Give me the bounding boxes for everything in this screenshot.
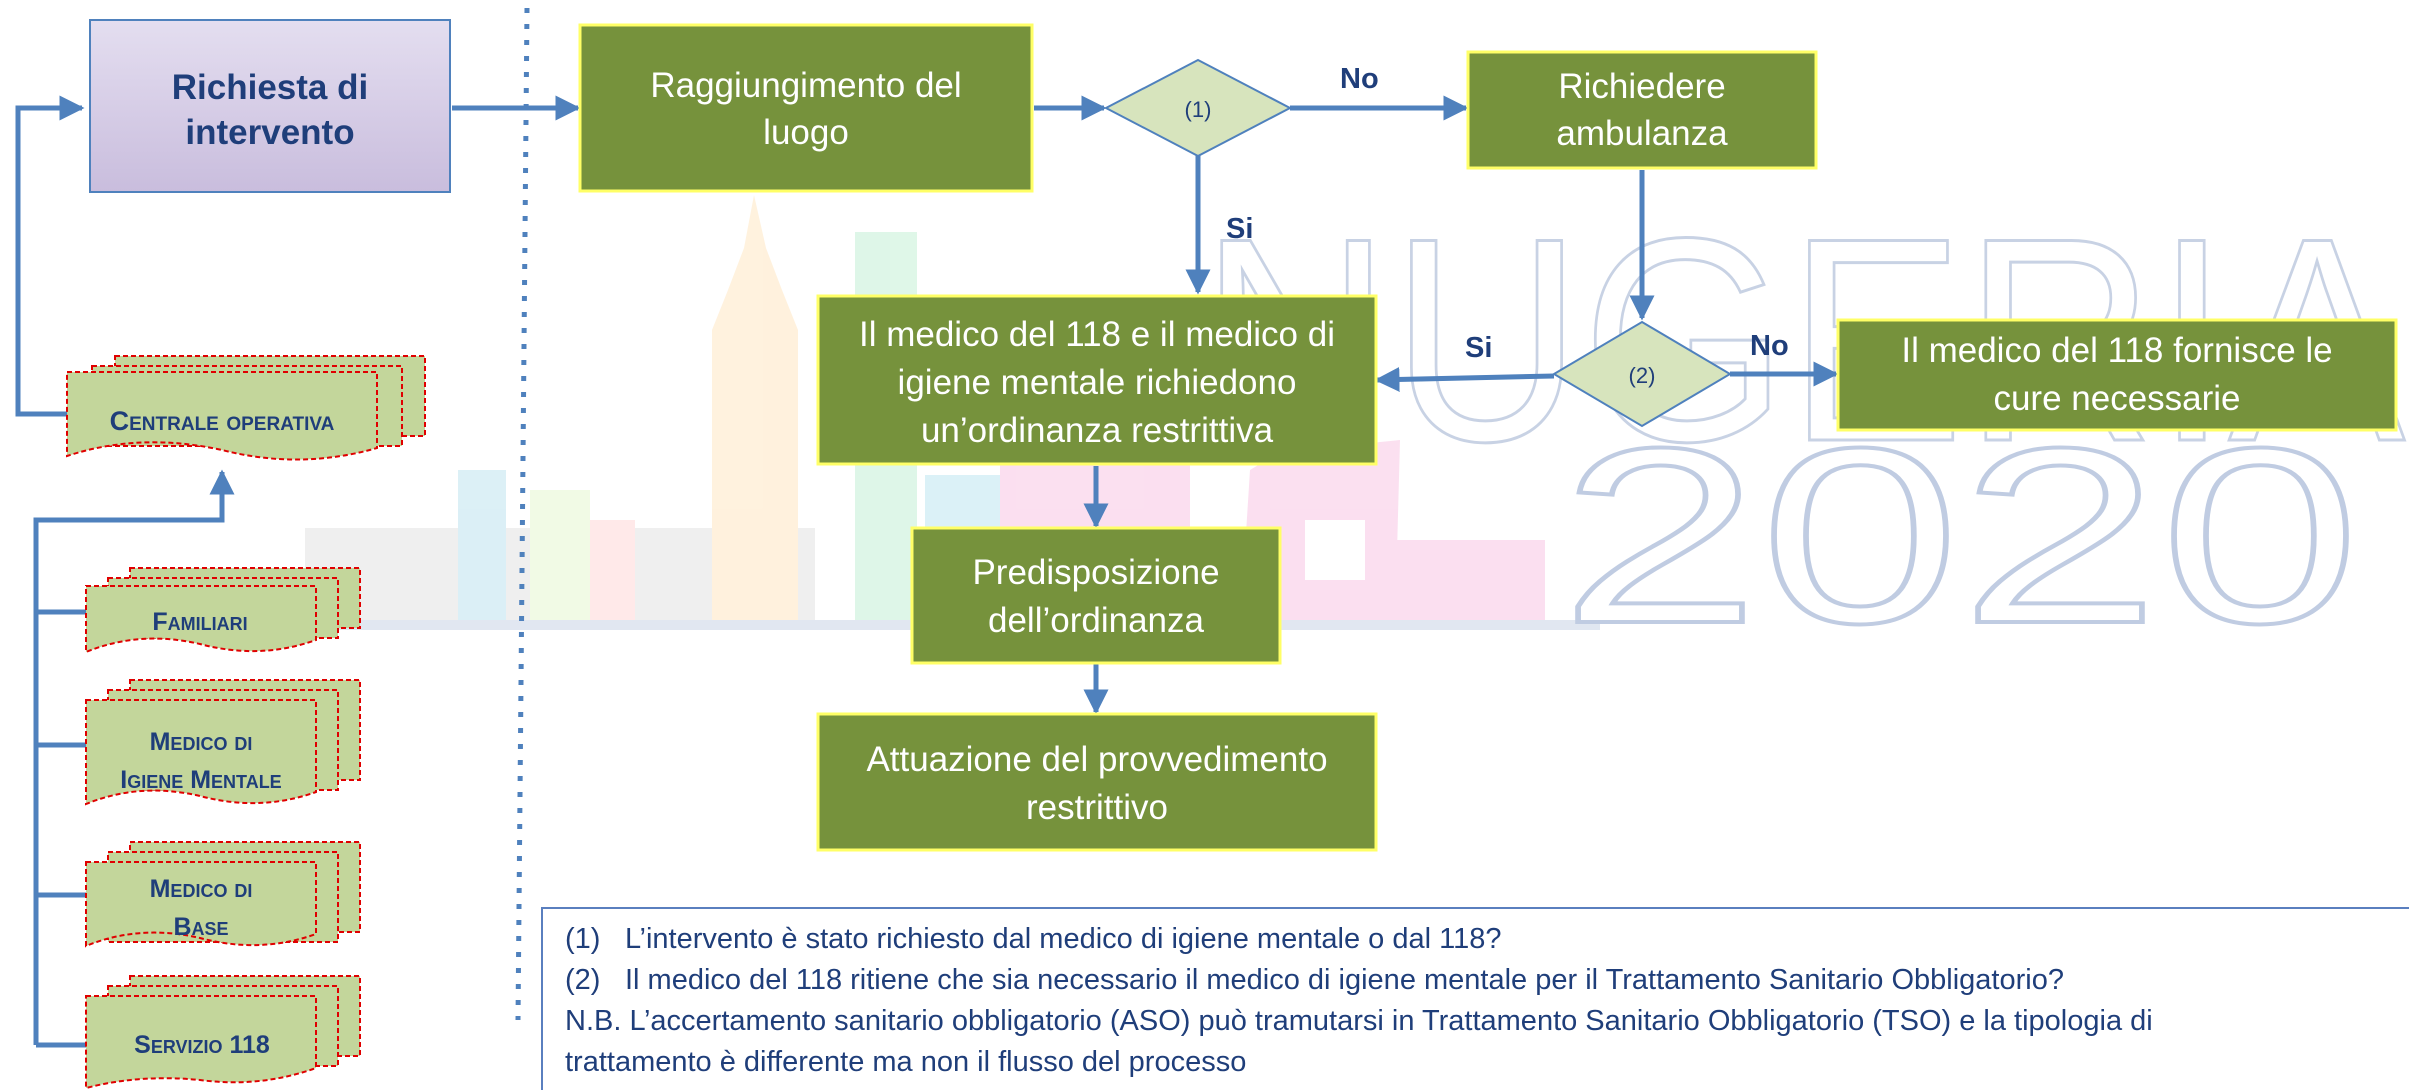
decision-2: (2) [1552,320,1732,428]
provide-care-box: Il medico del 118 fornisce le cure neces… [1836,318,2398,432]
svg-text:Il medico del 118 fornisce le: Il medico del 118 fornisce le [1901,331,2332,370]
svg-text:un’ordinanza restrittiva: un’ordinanza restrittiva [921,411,1274,450]
notes-box: (1)L’intervento è stato richiesto dal me… [541,907,2409,1090]
medico-igiene-mentale-tab: Medico di Igiene Mentale [85,679,361,806]
svg-text:igiene mentale richiedono: igiene mentale richiedono [898,363,1297,402]
svg-text:Familiari: Familiari [152,608,247,636]
flow-arrows [452,95,1839,715]
svg-text:2020: 2020 [1560,396,2360,675]
note-question-2: (2)Il medico del 118 ritiene che sia nec… [565,964,2064,996]
svg-text:intervento: intervento [185,113,354,152]
svg-text:(1): (1) [1185,97,1212,122]
svg-text:Richiesta di: Richiesta di [172,68,368,107]
svg-text:Predisposizione: Predisposizione [972,553,1219,592]
prepare-order-box: Predisposizione dell’ordinanza [910,526,1282,665]
reach-location-box: Raggiungimento del luogo [578,23,1034,193]
request-ambulance-box: Richiedere ambulanza [1466,50,1818,170]
svg-text:Medico di: Medico di [150,728,253,756]
label-si-2: Si [1465,332,1492,364]
svg-text:Il medico del 118 e il medico: Il medico del 118 e il medico di [859,315,1335,354]
svg-text:luogo: luogo [763,113,849,152]
svg-text:Medico di: Medico di [150,875,253,903]
source-connectors [15,95,235,1048]
note-nb-line-1: N.B. L’accertamento sanitario obbligator… [565,1005,2153,1037]
execute-measure-box: Attuazione del provvedimento restrittivo [816,712,1378,852]
request-box: Richiesta di intervento [89,19,451,193]
svg-text:Igiene Mentale: Igiene Mentale [120,766,281,794]
note-question-1: (1)L’intervento è stato richiesto dal me… [565,923,1502,955]
label-no-2: No [1750,330,1789,362]
decision-1: (1) [1103,58,1293,158]
familiari-tab: Familiari [85,567,361,654]
svg-text:Servizio 118: Servizio 118 [134,1031,270,1059]
nugeria-watermark: NUGERIA 2020 [1199,177,2408,678]
svg-text:restrittivo: restrittivo [1026,788,1168,827]
svg-text:ambulanza: ambulanza [1556,114,1728,153]
svg-text:dell’ordinanza: dell’ordinanza [988,601,1205,640]
note-nb-line-2: trattamento è differente ma non il fluss… [565,1046,1247,1078]
svg-text:Raggiungimento del: Raggiungimento del [650,66,961,105]
section-divider [515,7,530,1021]
svg-text:Base: Base [173,913,228,941]
order-request-box: Il medico del 118 e il medico di igiene … [816,294,1378,466]
svg-text:Centrale operativa: Centrale operativa [110,406,335,436]
svg-text:(2): (2) [1629,363,1656,388]
label-si-1: Si [1226,213,1253,245]
svg-text:Attuazione del provvedimento: Attuazione del provvedimento [866,740,1327,779]
svg-text:cure necessarie: cure necessarie [1993,379,2240,418]
svg-text:Richiedere: Richiedere [1558,67,1725,106]
servizio-118-tab: Servizio 118 [85,975,361,1090]
label-no-1: No [1340,63,1379,95]
central-operativa-tab: Centrale operativa [66,355,426,461]
medico-di-base-tab: Medico di Base [85,841,361,948]
